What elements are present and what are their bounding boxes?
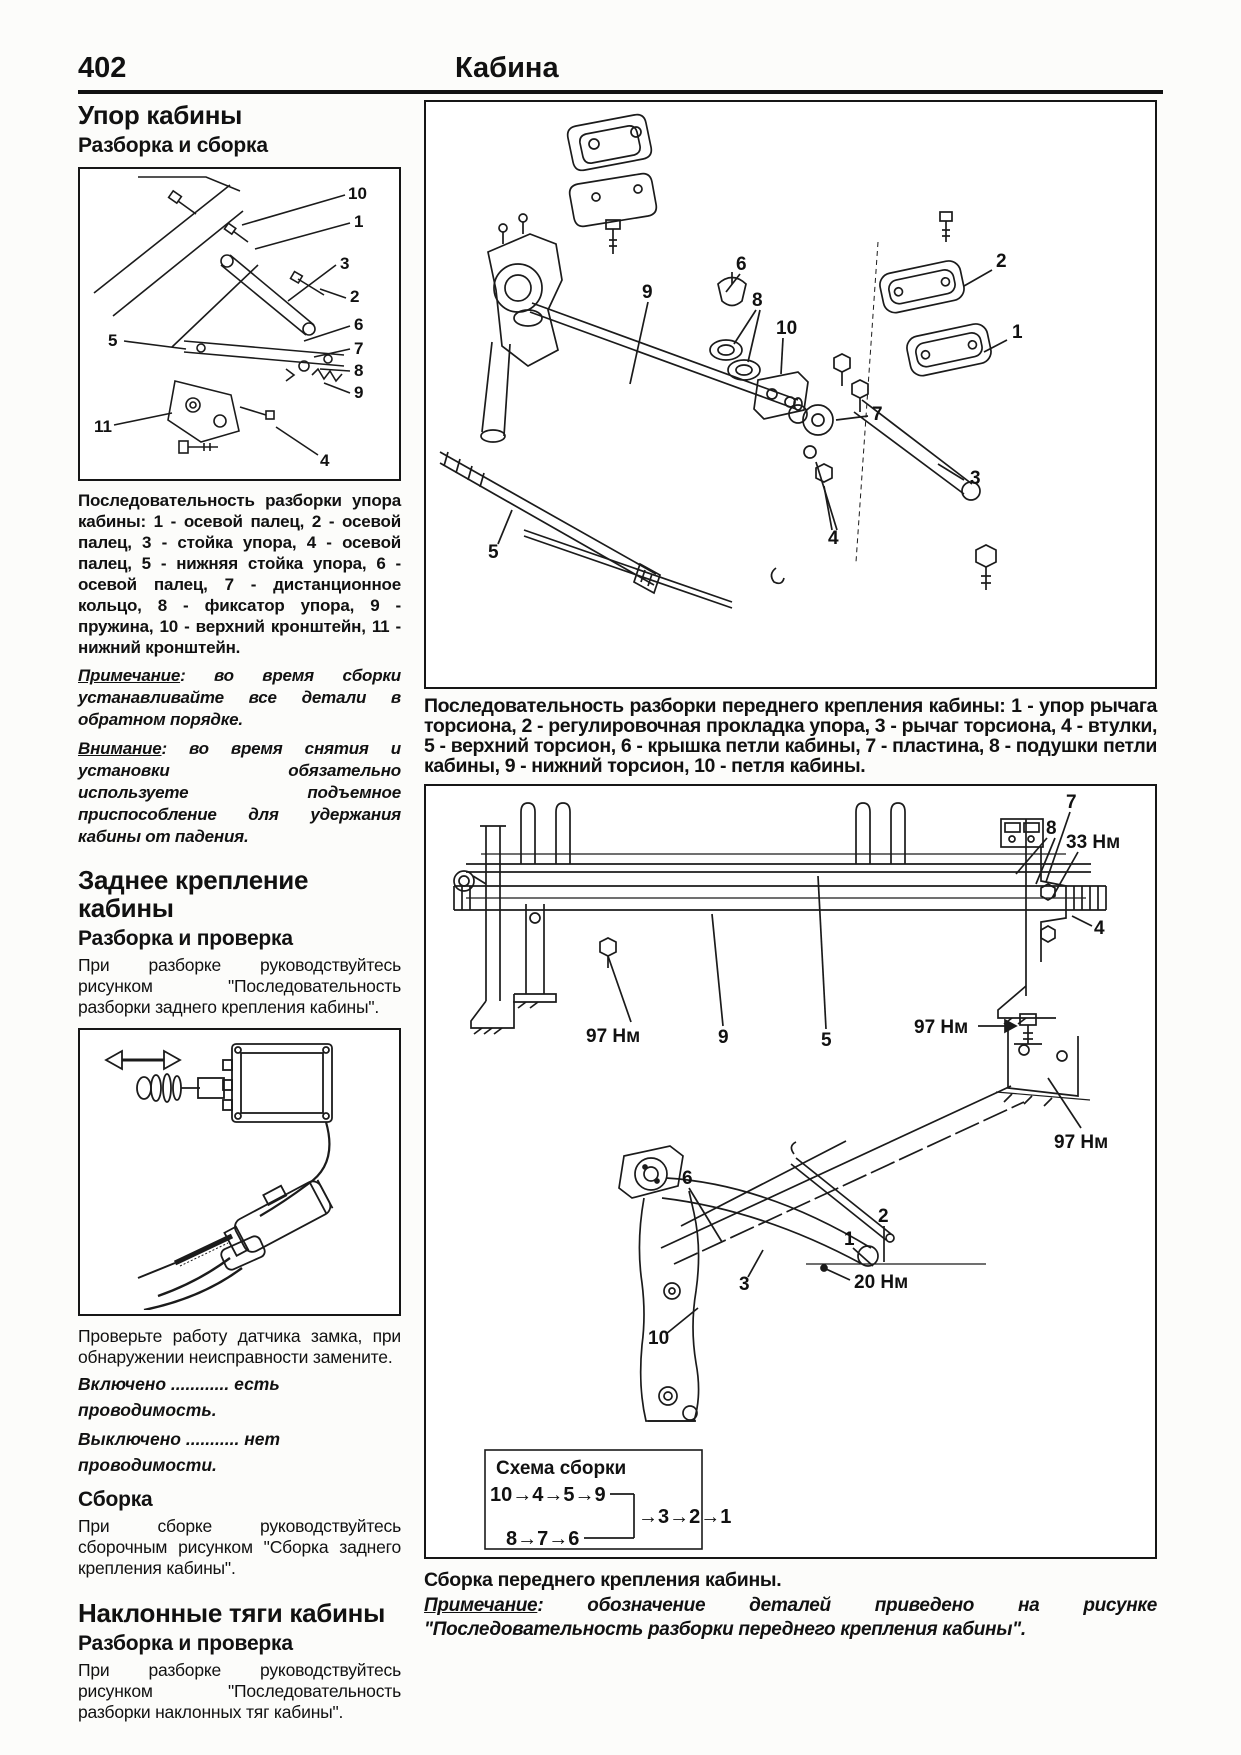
front-mount-linework (439, 113, 1008, 609)
rear-mount-paragraph: При разборке руководствуйтесь рисунком "… (78, 955, 401, 1017)
assembly-scheme-merge: →3→2→1 (638, 1506, 731, 1528)
subsection-disassembly-check-2: Разборка и проверка (78, 1632, 293, 1655)
fig3-callout-6: 6 (736, 254, 747, 275)
condition-on: Включено ............ есть проводимость. (78, 1374, 280, 1420)
assembly-linework (453, 802, 1107, 1550)
note-assembly-order: Примечание: во время сборки устанавливай… (78, 665, 401, 731)
fig3-caption: Последовательность разборки переднего кр… (424, 695, 1157, 777)
fig4-callout-10: 10 (648, 1328, 669, 1349)
left-column: Упор кабины Разборка и сборка (78, 101, 401, 1723)
note-text: : во время сборки устанавливайте все дет… (78, 666, 401, 729)
fig1-callout-5: 5 (108, 331, 117, 350)
fig3-callout-2: 2 (996, 251, 1007, 272)
fig3-callout-5: 5 (488, 542, 499, 563)
lock-sensor-drawing (104, 1043, 334, 1310)
condition-off: Выключено ........... нет проводимости. (78, 1429, 281, 1475)
fig1-callout-3: 3 (340, 254, 349, 273)
figure-cab-stop: 10 1 3 2 6 5 7 8 9 11 4 (78, 167, 401, 481)
lock-sensor-linework (104, 1043, 334, 1310)
front-mount-callouts: 6 2 1 9 8 10 7 3 4 5 (488, 251, 1023, 563)
front-mount-drawing: 6 2 1 9 8 10 7 3 4 5 (439, 113, 1023, 609)
fig3-callout-10: 10 (776, 318, 797, 339)
subsection-assembly: Сборка (78, 1488, 153, 1511)
subsection-disassembly-assembly: Разборка и сборка (78, 134, 268, 157)
cab-stop-drawing: 10 1 3 2 6 5 7 8 9 11 4 (93, 176, 367, 470)
fig4-note: Примечание: обозначение деталей приведен… (424, 1594, 1157, 1642)
fig3-callout-7: 7 (872, 404, 883, 425)
assembly-scheme-title: Схема сборки (496, 1458, 626, 1479)
fig4-torque-97nm-left: 97 Нм (586, 1026, 640, 1047)
header-rule (78, 90, 1163, 94)
fig4-callout-5: 5 (821, 1030, 832, 1051)
fig1-callout-10: 10 (348, 184, 367, 203)
fig4-torque-97nm-mid: 97 Нм (914, 1017, 968, 1038)
fig3-callout-4: 4 (828, 528, 839, 549)
warning-lifting-device: Внимание: во время снятия и установки об… (78, 738, 401, 848)
assembly-scheme-row2: 8→7→6 (506, 1528, 579, 1550)
fig4-callout-6: 6 (682, 1168, 693, 1189)
note-label: Примечание (78, 666, 181, 685)
tilt-stays-paragraph: При разборке руководствуйтесь рисунком "… (78, 1660, 401, 1722)
fig4-callout-1: 1 (844, 1229, 855, 1250)
fig4-callout-7: 7 (1066, 792, 1077, 813)
assembly-callouts: 7 8 33 Нм 4 97 Нм 9 5 97 Нм 97 Нм 6 2 1 … (586, 792, 1120, 1349)
cab-stop-callouts: 10 1 3 2 6 5 7 8 9 11 4 (94, 184, 367, 470)
fig1-callout-2: 2 (350, 287, 359, 306)
assembly-scheme: Схема сборки 10→4→5→9 →3→2→1 8→7→6 (490, 1458, 731, 1550)
fig1-callout-8: 8 (354, 361, 363, 380)
section-title-rear-mount: Заднее крепление кабины (78, 865, 309, 923)
fig4-callout-4: 4 (1094, 918, 1105, 939)
fig1-callout-6: 6 (354, 315, 363, 334)
fig4-torque-97nm-right: 97 Нм (1054, 1132, 1108, 1153)
fig1-callout-1: 1 (354, 212, 363, 231)
fig1-callout-4: 4 (320, 451, 330, 470)
section-title-tilt-stays: Наклонные тяги кабины (78, 1598, 385, 1628)
fig1-callout-7: 7 (354, 339, 363, 358)
right-column: 6 2 1 9 8 10 7 3 4 5 Последовательность … (424, 100, 1157, 1642)
assembly-scheme-row1: 10→4→5→9 (490, 1484, 606, 1506)
figure-front-mount-exploded: 6 2 1 9 8 10 7 3 4 5 (424, 100, 1157, 689)
page-header-title: Кабина (455, 52, 559, 84)
warning-label: Внимание (78, 739, 162, 758)
fig4-torque-33nm: 33 Нм (1066, 832, 1120, 853)
front-mount-assembly-drawing: 7 8 33 Нм 4 97 Нм 9 5 97 Нм 97 Нм 6 2 1 … (453, 792, 1120, 1550)
fig4-note-label: Примечание (424, 1595, 538, 1616)
fig3-callout-9: 9 (642, 282, 653, 303)
figure-lock-sensor (78, 1028, 401, 1316)
figure-front-mount-assembly: 7 8 33 Нм 4 97 Нм 9 5 97 Нм 97 Нм 6 2 1 … (424, 784, 1157, 1559)
fig3-callout-8: 8 (752, 290, 763, 311)
fig4-caption: Сборка переднего крепления кабины. (424, 1569, 782, 1591)
fig4-callout-9: 9 (718, 1027, 729, 1048)
fig4-note-text: : обозначение деталей приведено на рисун… (424, 1595, 1157, 1640)
sensor-check-paragraph: Проверьте работу датчика замка, при обна… (78, 1326, 401, 1367)
fig1-callout-11: 11 (94, 417, 112, 436)
cab-stop-linework (93, 176, 351, 456)
assembly-paragraph: При сборке руководствуйтесь сборочным ри… (78, 1516, 401, 1578)
fig1-caption: Последовательность разборки упора кабины… (78, 491, 401, 657)
fig3-callout-1: 1 (1012, 322, 1023, 343)
fig4-callout-3: 3 (739, 1274, 750, 1295)
fig4-callout-2: 2 (878, 1206, 889, 1227)
fig3-callout-3: 3 (970, 468, 981, 489)
subsection-disassembly-check-1: Разборка и проверка (78, 927, 293, 950)
fig1-callout-9: 9 (354, 383, 363, 402)
fig4-callout-8: 8 (1046, 818, 1057, 839)
section-title-cab-stop: Упор кабины (78, 100, 242, 130)
page-number: 402 (78, 52, 127, 84)
warning-text: : во время снятия и установки обязательн… (78, 739, 401, 846)
fig4-torque-20nm: 20 Нм (854, 1272, 908, 1293)
